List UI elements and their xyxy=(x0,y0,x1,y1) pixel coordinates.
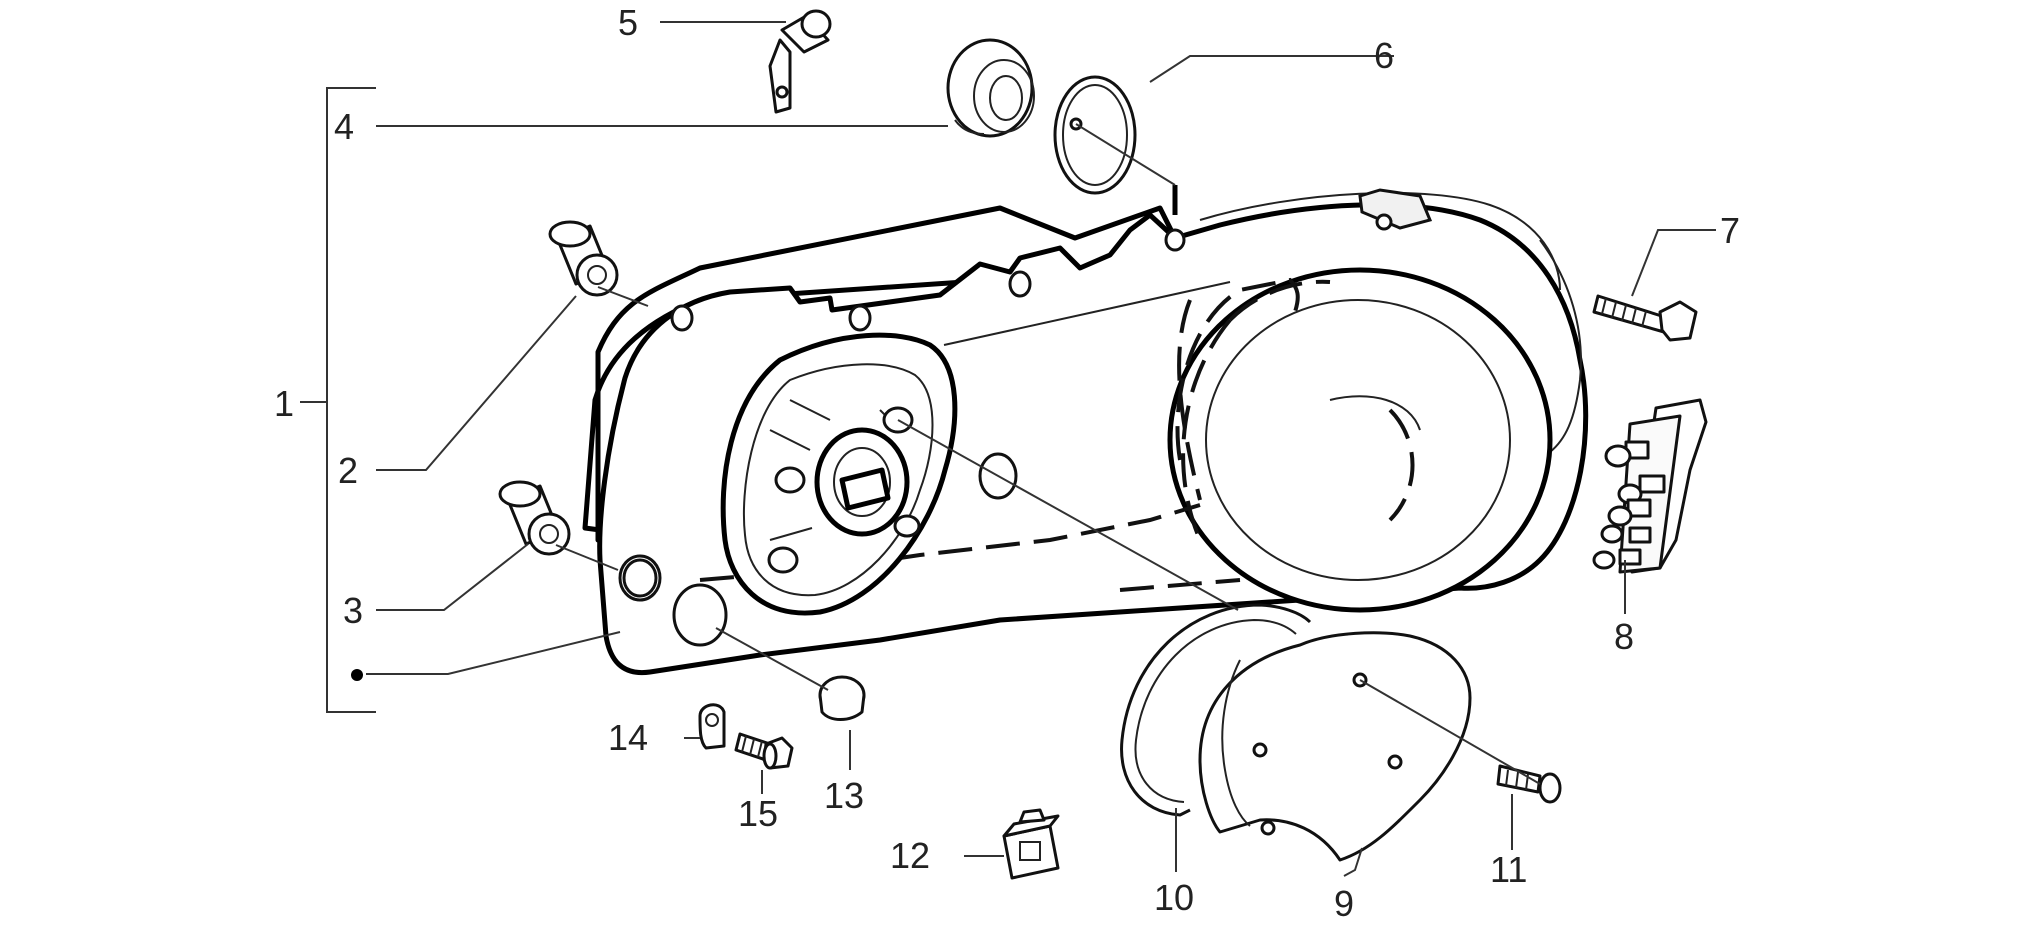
callout-1: 1 xyxy=(274,383,294,424)
screw-11 xyxy=(1496,764,1562,804)
flange-bolt-15 xyxy=(734,732,794,770)
cover-plate-9 xyxy=(1198,631,1472,862)
callout-10: 10 xyxy=(1154,877,1194,918)
spacer-bushing-2 xyxy=(548,220,619,297)
callout-8: 8 xyxy=(1614,616,1634,657)
transmission-cover xyxy=(582,185,1589,676)
gasket-10 xyxy=(1120,603,1312,817)
assembly-bracket xyxy=(300,87,376,713)
callout-9: 9 xyxy=(1334,883,1354,924)
terminal-pins xyxy=(1592,440,1666,570)
callout-13: 13 xyxy=(824,775,864,816)
bracket-5 xyxy=(768,9,832,114)
clip-12 xyxy=(1002,808,1060,880)
cable-clamp-14 xyxy=(698,703,726,750)
circlip-6 xyxy=(1053,75,1137,195)
callouts: 1 2 3 4 5 6 7 8 9 10 11 12 13 14 15 xyxy=(274,2,1740,924)
spacer-bushing-3 xyxy=(498,480,658,598)
callout-12: 12 xyxy=(890,835,930,876)
callout-11: 11 xyxy=(1490,849,1527,890)
callout-6: 6 xyxy=(1374,35,1394,76)
callout-4: 4 xyxy=(334,106,354,147)
callout-7: 7 xyxy=(1720,210,1740,251)
callout-14: 14 xyxy=(608,717,648,758)
leader-lines xyxy=(366,21,1716,877)
assembly-dot xyxy=(351,669,363,681)
plug-13 xyxy=(818,675,866,721)
hex-bolt-7 xyxy=(1592,294,1698,342)
callout-2: 2 xyxy=(338,450,358,491)
callout-5: 5 xyxy=(618,2,638,43)
callout-3: 3 xyxy=(343,590,363,631)
brush-plate-8 xyxy=(1592,398,1708,574)
callout-15: 15 xyxy=(738,793,778,834)
ball-bearing-4 xyxy=(946,38,1035,138)
